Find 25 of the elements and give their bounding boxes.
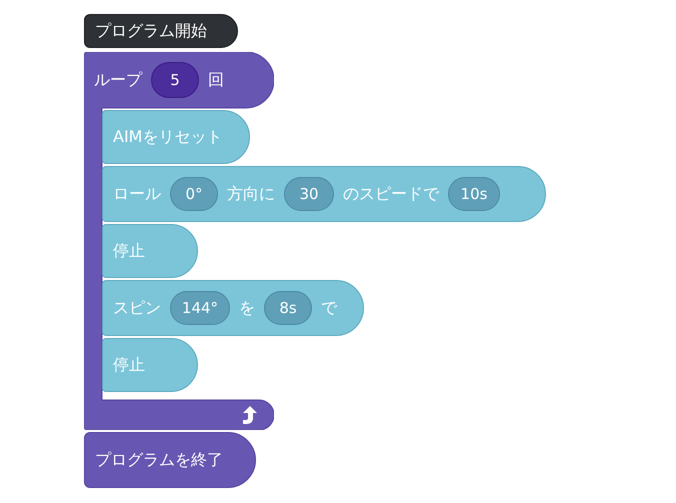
block-label: プログラム開始 xyxy=(95,20,207,42)
command-block xyxy=(102,110,250,164)
block-label: 方向に xyxy=(227,184,275,204)
value-pill: 0° xyxy=(170,177,218,211)
block-label: を xyxy=(239,298,255,318)
start-block xyxy=(84,14,238,48)
block-label: プログラムを終了 xyxy=(95,450,223,470)
value-pill: 144° xyxy=(170,291,230,325)
value-pill: 30 xyxy=(284,177,334,211)
value-pill: 10s xyxy=(448,177,500,211)
command-block xyxy=(102,280,364,336)
command-block xyxy=(102,166,546,222)
value-pill: 8s xyxy=(264,291,312,325)
block-label: 停止 xyxy=(113,240,145,262)
block-label: 停止 xyxy=(113,354,145,376)
end-block xyxy=(84,432,256,488)
command-block xyxy=(102,224,198,278)
command-block xyxy=(102,338,198,392)
block-label: ループ xyxy=(94,70,142,90)
block-label: ロール xyxy=(113,184,161,204)
block-label: 回 xyxy=(208,70,224,90)
block-label: スピン xyxy=(113,298,161,318)
block-label: のスピードで xyxy=(343,184,439,204)
block-label: で xyxy=(321,298,337,318)
block-label: AIMをリセット xyxy=(113,126,222,148)
